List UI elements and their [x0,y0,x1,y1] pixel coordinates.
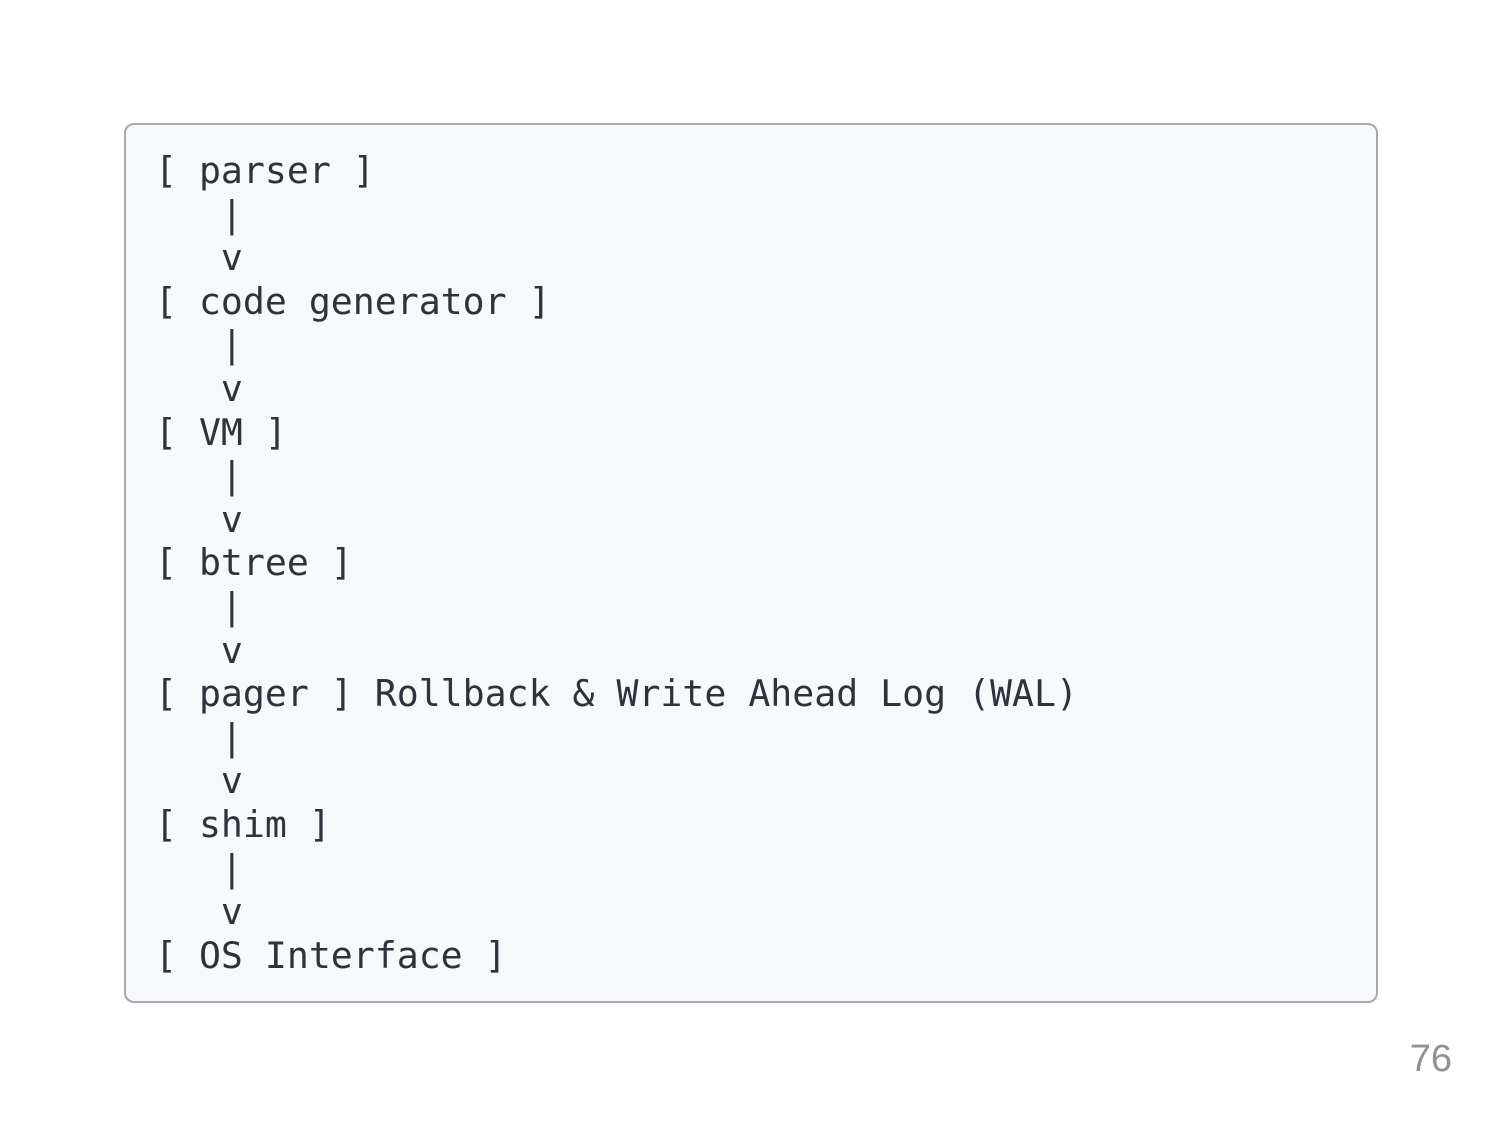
page-number: 76 [1409,1038,1452,1080]
architecture-code-block: [ parser ] | v [ code generator ] | v [ … [124,123,1378,1003]
ascii-flow-diagram: [ parser ] | v [ code generator ] | v [ … [155,149,1078,977]
